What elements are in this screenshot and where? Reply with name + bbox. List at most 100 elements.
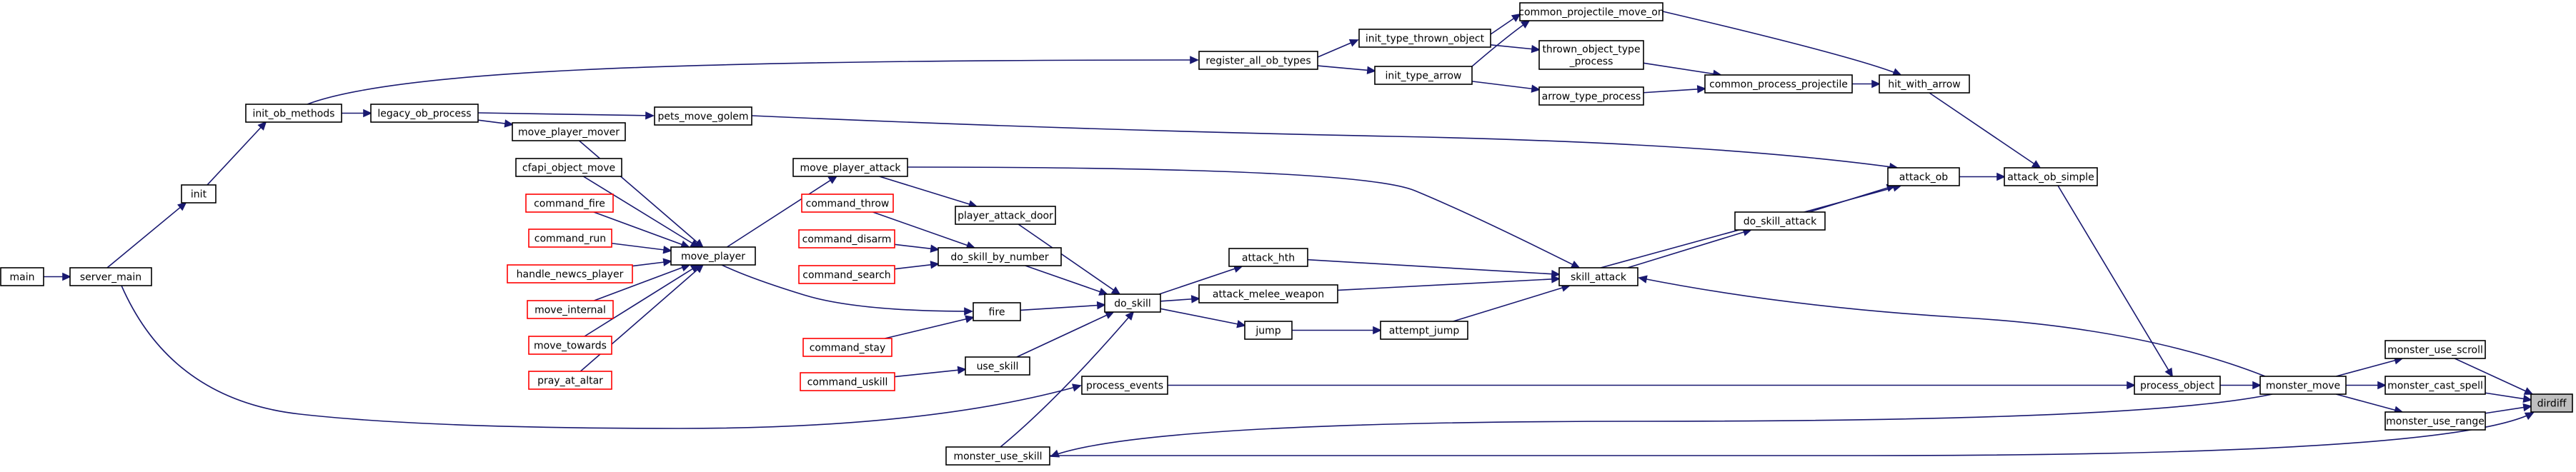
node-label: process_object <box>2140 381 2214 392</box>
node-fire[interactable]: fire <box>973 302 1021 321</box>
node-box <box>945 446 1050 466</box>
node-box <box>1228 248 1308 267</box>
node-pray_at_altar[interactable]: pray_at_altar <box>528 371 612 390</box>
node-common_process_projectile[interactable]: common_process_projectile <box>1704 74 1853 94</box>
node-box <box>1879 74 1970 94</box>
node-box <box>1538 86 1644 106</box>
node-attempt_jump[interactable]: attempt_jump <box>1380 321 1468 340</box>
node-box <box>2384 411 2486 431</box>
arrowhead <box>1348 39 1359 47</box>
node-player_attack_door[interactable]: player_attack_door <box>955 206 1056 225</box>
edge-process_events-to-process_object <box>1168 381 2136 390</box>
node-init_ob_methods[interactable]: init_ob_methods <box>245 104 342 123</box>
node-monster_move[interactable]: monster_move <box>2259 376 2347 395</box>
node-label: command_fire <box>534 199 605 210</box>
node-box <box>955 206 1056 225</box>
node-use_skill[interactable]: use_skill <box>965 356 1030 376</box>
node-move_internal[interactable]: move_internal <box>527 300 614 319</box>
node-label: move_internal <box>534 305 606 316</box>
arrowhead <box>1996 172 2006 181</box>
edge-line <box>1662 11 1901 76</box>
node-label: do_skill_attack <box>1744 216 1817 228</box>
node-box <box>1198 284 1338 303</box>
arrowhead <box>2522 403 2532 412</box>
arrowhead <box>1570 261 1581 268</box>
node-box <box>800 372 895 391</box>
node-attack_melee_weapon[interactable]: attack_melee_weapon <box>1198 284 1338 303</box>
node-cfapi_object_move[interactable]: cfapi_object_move <box>515 158 622 177</box>
node-process_object[interactable]: process_object <box>2134 376 2221 395</box>
node-init[interactable]: init <box>181 184 217 204</box>
edge-line <box>106 202 187 268</box>
node-move_towards[interactable]: move_towards <box>528 336 612 355</box>
node-monster_use_scroll[interactable]: monster_use_scroll <box>2384 340 2486 359</box>
edge-monster_use_range-to-dirdiff <box>2485 403 2532 414</box>
node-monster_cast_spell[interactable]: monster_cast_spell <box>2384 376 2486 395</box>
node-box <box>792 158 908 177</box>
node-box <box>1380 321 1468 340</box>
node-box <box>2384 376 2486 395</box>
node-init_type_thrown_object[interactable]: init_type_thrown_object <box>1358 29 1491 48</box>
node-thrown_object_type_process[interactable]: thrown_object_type_process <box>1538 40 1644 70</box>
node-command_disarm[interactable]: command_disarm <box>798 229 895 248</box>
node-box <box>525 194 614 213</box>
node-move_player_attack[interactable]: move_player_attack <box>792 158 908 177</box>
node-attack_hth[interactable]: attack_hth <box>1228 248 1308 267</box>
edges-layer <box>44 11 2535 458</box>
node-command_fire[interactable]: command_fire <box>525 194 614 213</box>
node-label: move_towards <box>534 341 607 352</box>
edge-line <box>2057 185 2173 377</box>
edge-command_disarm-to-do_skill_by_number <box>894 243 940 253</box>
node-command_run[interactable]: command_run <box>528 229 612 248</box>
node-box <box>69 267 152 286</box>
node-command_throw[interactable]: command_throw <box>801 194 894 213</box>
node-server_main[interactable]: server_main <box>69 267 152 286</box>
edge-line <box>121 285 1081 429</box>
node-label: command_stay <box>810 343 886 354</box>
edge-line <box>582 176 700 248</box>
node-init_type_arrow[interactable]: init_type_arrow <box>1374 66 1473 85</box>
node-handle_newcs_player[interactable]: handle_newcs_player <box>507 264 633 283</box>
edge-common_process_projectile-to-hit_with_arrow <box>1852 79 1881 89</box>
node-dirdiff[interactable]: dirdiff <box>2530 393 2573 413</box>
node-command_search[interactable]: command_search <box>798 265 895 284</box>
node-label: server_main <box>80 272 141 283</box>
edge-do_skill_by_number-to-do_skill <box>1025 265 1109 296</box>
node-do_skill_attack[interactable]: do_skill_attack <box>1734 211 1826 231</box>
node-monster_use_range[interactable]: monster_use_range <box>2384 411 2486 431</box>
node-hit_with_arrow[interactable]: hit_with_arrow <box>1879 74 1970 94</box>
node-move_player[interactable]: move_player <box>670 246 756 266</box>
edge-legacy_ob_process-to-pets_move_golem <box>477 111 655 120</box>
node-label: _process <box>1569 56 1613 68</box>
node-register_all_ob_types[interactable]: register_all_ob_types <box>1198 51 1318 70</box>
node-move_player_mover[interactable]: move_player_mover <box>512 122 626 141</box>
node-do_skill[interactable]: do_skill <box>1104 293 1161 313</box>
edge-line <box>1020 304 1105 311</box>
node-arrow_type_process[interactable]: arrow_type_process <box>1538 86 1644 106</box>
node-command_stay[interactable]: command_stay <box>802 338 892 357</box>
edge-jump-to-attempt_jump <box>1292 326 1382 335</box>
node-legacy_ob_process[interactable]: legacy_ob_process <box>370 104 479 123</box>
node-skill_attack[interactable]: skill_attack <box>1558 267 1638 286</box>
node-box <box>965 356 1030 376</box>
arrowhead <box>1110 286 1121 296</box>
arrowhead <box>1531 44 1541 54</box>
node-attack_ob[interactable]: attack_ob <box>1887 167 1960 186</box>
node-box <box>2384 340 2486 359</box>
arrowhead <box>1190 56 1199 64</box>
node-jump[interactable]: jump <box>1244 321 1293 340</box>
node-attack_ob_simple[interactable]: attack_ob_simple <box>2004 167 2098 186</box>
node-command_uskill[interactable]: command_uskill <box>800 372 895 391</box>
node-monster_use_skill[interactable]: monster_use_skill <box>945 446 1050 466</box>
node-pets_move_golem[interactable]: pets_move_golem <box>654 106 752 126</box>
edge-attempt_jump-to-skill_attack <box>1453 283 1571 322</box>
node-main[interactable]: main <box>0 267 44 286</box>
node-process_events[interactable]: process_events <box>1081 376 1168 395</box>
node-common_projectile_move_on[interactable]: common_projectile_move_on <box>1518 2 1664 21</box>
edge-do_skill-to-jump <box>1160 308 1246 328</box>
node-do_skill_by_number[interactable]: do_skill_by_number <box>938 247 1062 266</box>
edge-line <box>1638 277 2266 377</box>
edge-hit_with_arrow-to-attack_ob_simple <box>1929 92 2042 169</box>
node-label: common_process_projectile <box>1709 79 1848 91</box>
